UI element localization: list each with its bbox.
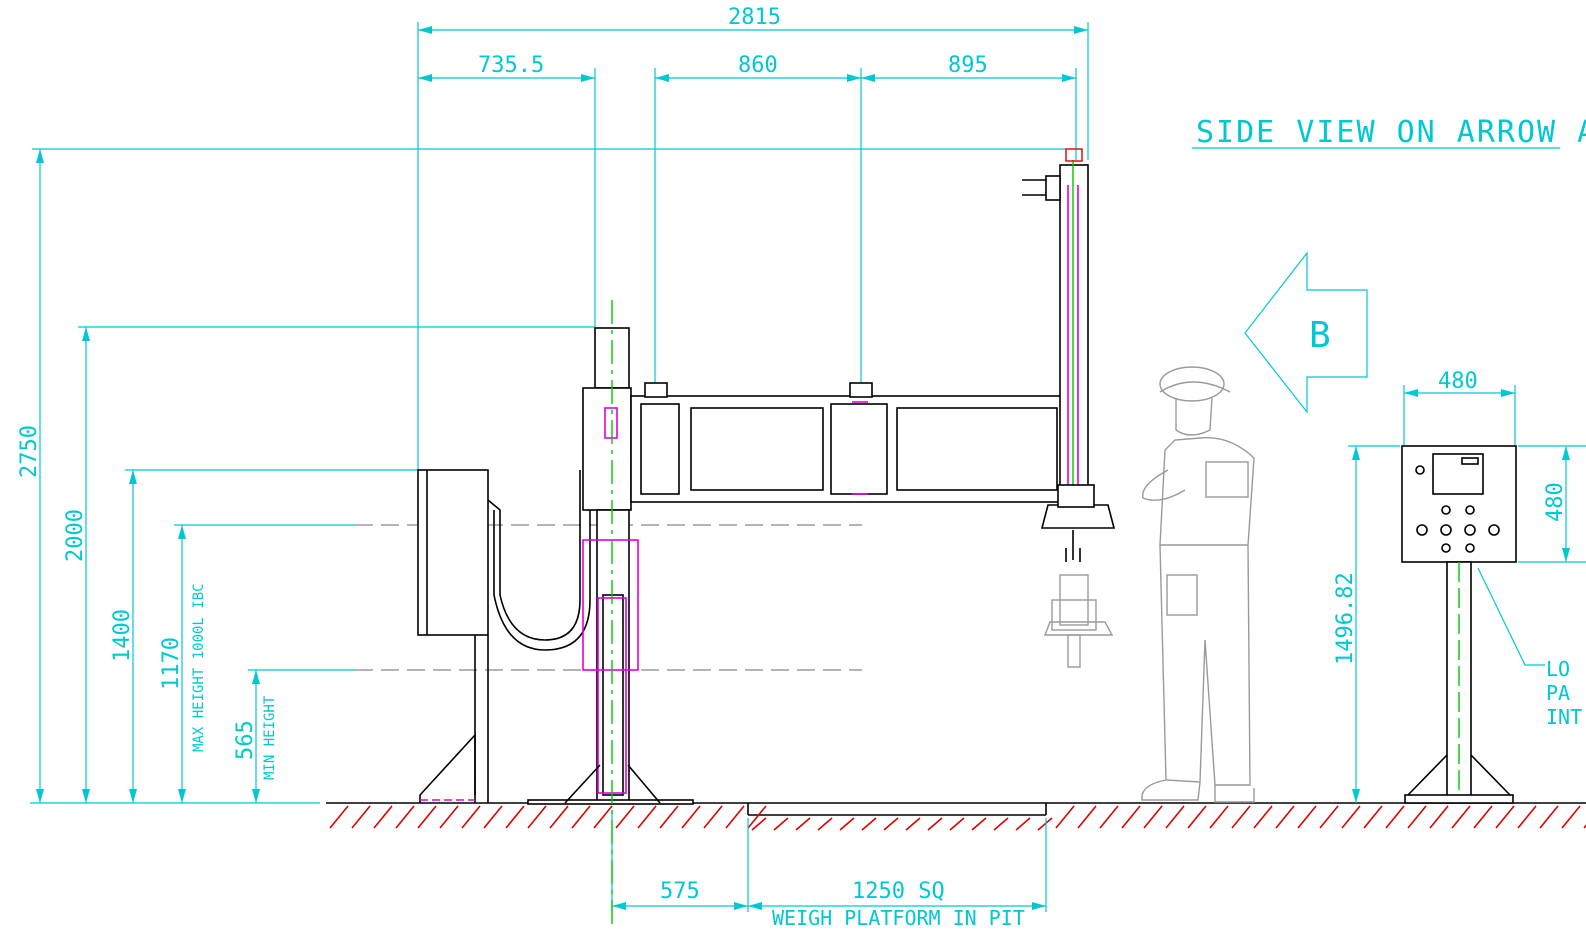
hatch-stroke [1363,805,1383,829]
boom-arm [630,382,1062,503]
hatch-stroke [993,817,1009,831]
arrow-label: B [1309,315,1333,356]
hatch-stroke [773,817,789,831]
dim-2000: 2000 [63,509,88,562]
dim-860: 860 [738,53,778,78]
lift-tube [1022,148,1116,562]
hatch-stroke [1231,805,1251,829]
hatch-stroke [461,805,481,829]
hatch-stroke [703,805,723,829]
top-dimensions: 2815 735.5 860 895 [417,5,1089,470]
hatch-stroke [1165,805,1185,829]
hatch-stroke [839,817,855,831]
hatch-stroke [1253,805,1273,829]
ground-hatching [329,805,1586,831]
hatch-stroke [751,817,767,831]
hatch-stroke [1037,817,1053,831]
dim-panel-width: 480 [1438,369,1478,394]
hatch-stroke [1015,817,1031,831]
dim-565-note: MIN HEIGHT [262,695,278,780]
discharge-head [1043,574,1114,668]
hatch-stroke [1187,805,1207,829]
dim-575: 575 [660,879,700,904]
hatch-stroke [1209,805,1229,829]
hatch-stroke [1385,805,1405,829]
dim-platform-note: WEIGH PLATFORM IN PIT [772,906,1025,930]
hatch-stroke [373,805,393,829]
hatch-stroke [1517,805,1537,829]
hatch-stroke [329,805,349,829]
panel-note-2: PA [1546,681,1570,705]
hatch-stroke [1121,805,1141,829]
hatch-stroke [1143,805,1163,829]
hatch-stroke [883,817,899,831]
hatch-stroke [971,817,987,831]
hatch-stroke [1077,805,1097,829]
hatch-stroke [795,817,811,831]
hatch-stroke [637,805,657,829]
dim-1250: 1250 SQ [852,879,945,904]
hatch-stroke [659,805,679,829]
dim-895: 895 [948,53,988,78]
hatch-stroke [1099,805,1119,829]
hatch-stroke [1297,805,1317,829]
dim-panel-height: 480 [1543,482,1568,522]
hatch-stroke [1473,805,1493,829]
dim-735: 735.5 [478,53,544,78]
hatch-stroke [395,805,415,829]
hatch-stroke [681,805,701,829]
hatch-stroke [949,817,965,831]
view-arrow-b: B [1244,251,1368,414]
hatch-stroke [861,817,877,831]
bottom-dimensions: 575 1250 SQ WEIGH PLATFORM IN PIT [611,810,1047,930]
hatch-stroke [1539,805,1559,829]
panel-note-3: INT [1546,705,1582,729]
operator-figure [1141,366,1255,803]
hatch-stroke [615,805,635,829]
dim-1170: 1170 [159,637,184,690]
hatch-stroke [1407,805,1427,829]
hatch-stroke [1319,805,1339,829]
hatch-stroke [1341,805,1361,829]
hatch-stroke [1275,805,1295,829]
dim-2750: 2750 [17,425,42,478]
hatch-stroke [747,805,767,829]
control-panel: 480 480 1496.82 LO PA INT [1333,369,1586,804]
hatch-stroke [1429,805,1449,829]
hatch-stroke [549,805,569,829]
dim-panel-elevation: 1496.82 [1333,572,1358,665]
hatch-stroke [927,817,943,831]
hatch-stroke [1055,805,1075,829]
side-cabinet [417,469,591,803]
hatch-stroke [1451,805,1471,829]
hatch-stroke [1495,805,1515,829]
hatch-stroke [505,805,525,829]
dim-overall-width: 2815 [728,5,781,30]
hatch-stroke [571,805,591,829]
hatch-stroke [817,817,833,831]
hatch-stroke [417,805,437,829]
hatch-stroke [905,817,921,831]
hatch-stroke [593,805,613,829]
hatch-stroke [1561,805,1581,829]
hatch-stroke [527,805,547,829]
hatch-stroke [439,805,459,829]
mast-column [527,300,694,930]
dim-1400: 1400 [110,609,135,662]
ground [326,802,1586,831]
view-title: SIDE VIEW ON ARROW A [1196,115,1586,150]
height-dimensions: 2750 2000 1400 1170 MAX HEIGHT 1000L IBC… [17,148,1066,804]
hatch-stroke [725,805,745,829]
hatch-stroke [351,805,371,829]
panel-note-1: LO [1546,657,1570,681]
hatch-stroke [483,805,503,829]
dim-1170-note: MAX HEIGHT 1000L IBC [191,583,207,752]
dim-565: 565 [233,720,258,760]
